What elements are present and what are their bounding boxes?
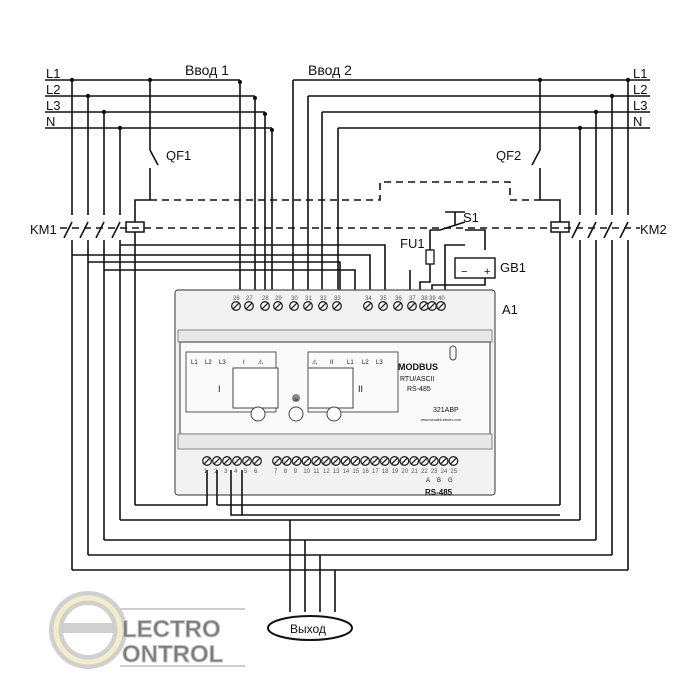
- terminal-number: 10: [303, 469, 310, 475]
- terminal-number: 29: [275, 296, 282, 302]
- terminal-number: 39: [429, 296, 436, 302]
- input2-mark: II: [358, 384, 363, 394]
- led-l3-in2: L3: [376, 360, 383, 366]
- terminal-number: 27: [246, 296, 253, 302]
- terminal-number: 12: [323, 469, 330, 475]
- svg-text:−: −: [461, 266, 467, 278]
- terminal-number: 30: [291, 296, 298, 302]
- terminal-number: 38: [421, 296, 428, 302]
- led-l3-in1: L3: [219, 360, 226, 366]
- rs485-pin-g: G: [448, 478, 453, 484]
- led-l1-in1: L1: [191, 360, 198, 366]
- bus-label-l3-right: L3: [633, 98, 647, 113]
- bus-label-n-left: N: [46, 114, 55, 129]
- terminal-number: 8: [284, 469, 288, 475]
- terminal-number: 33: [334, 296, 341, 302]
- terminal-number: 4: [234, 469, 238, 475]
- device-website: www.novatek-electro.com: [421, 418, 461, 422]
- input1-label: Ввод 1: [185, 62, 229, 78]
- input1-mark: I: [218, 384, 221, 394]
- qf1-label: QF1: [166, 148, 191, 163]
- led-l1-in2: L1: [347, 360, 354, 366]
- led-l2-in2: L2: [362, 360, 369, 366]
- terminal-number: 5: [244, 469, 248, 475]
- led-alarm-2: ⚠: [312, 359, 318, 366]
- terminal-number: 28: [262, 296, 269, 302]
- terminal-number: 34: [365, 296, 372, 302]
- terminal-number: 18: [382, 469, 389, 475]
- input2-buses: [292, 77, 650, 570]
- terminal-number: 31: [305, 296, 312, 302]
- electrocontrol-logo: LECTRO ONTROL: [49, 591, 245, 669]
- terminal-number: 36: [395, 296, 402, 302]
- terminal-number: 19: [392, 469, 399, 475]
- svg-text:+: +: [484, 266, 490, 278]
- terminal-number: 1: [204, 469, 208, 475]
- terminal-number: 3: [224, 469, 228, 475]
- terminal-number: 20: [401, 469, 408, 475]
- s1-label: S1: [463, 210, 479, 225]
- rs485-pin-a: A: [426, 478, 430, 484]
- terminal-number: 9: [294, 469, 298, 475]
- led-l2-in1: L2: [205, 360, 212, 366]
- led-ii: II: [330, 360, 334, 366]
- protocol-modbus: MODBUS: [398, 362, 438, 372]
- terminal-number: 14: [343, 469, 350, 475]
- terminal-number: 24: [441, 469, 448, 475]
- led-alarm-1: ⚠: [258, 359, 264, 366]
- gb1-label: GB1: [500, 260, 526, 275]
- terminal-number: 23: [431, 469, 438, 475]
- device-a1: [174, 289, 496, 496]
- terminal-number: 2: [214, 469, 218, 475]
- rs485-pin-b: B: [437, 478, 441, 484]
- ok-label: OK: [293, 397, 299, 402]
- bus-label-l3-left: L3: [46, 98, 60, 113]
- terminal-number: 40: [438, 296, 445, 302]
- qf2-label: QF2: [496, 148, 521, 163]
- a1-label: A1: [502, 302, 518, 317]
- logo-line1: LECTRO: [122, 616, 221, 643]
- terminal-number: 21: [411, 469, 418, 475]
- km1-label: KM1: [30, 222, 57, 237]
- led-i: I: [243, 360, 245, 366]
- bus-label-l1-right: L1: [633, 66, 647, 81]
- input2-label: Ввод 2: [308, 62, 352, 78]
- bus-label-l2-right: L2: [633, 82, 647, 97]
- terminal-number: 6: [254, 469, 258, 475]
- logo-line2: ONTROL: [122, 641, 223, 668]
- terminal-number: 11: [313, 469, 320, 475]
- terminal-number: 16: [362, 469, 369, 475]
- terminal-number: 32: [320, 296, 327, 302]
- bus-label-l2-left: L2: [46, 82, 60, 97]
- protocol-rtu: RTU/ASCII: [400, 376, 435, 383]
- bus-label-n-right: N: [633, 114, 642, 129]
- output-label: Выход: [290, 622, 326, 636]
- input1-buses: [45, 77, 386, 570]
- output-wiring: [72, 470, 628, 641]
- rs485-label: RS-485: [425, 488, 453, 497]
- terminal-number: 37: [409, 296, 416, 302]
- terminal-number: 25: [450, 469, 457, 475]
- terminal-number: 35: [380, 296, 387, 302]
- terminal-number: 26: [233, 296, 240, 302]
- terminal-number: 13: [333, 469, 340, 475]
- battery-circuit: −+: [409, 211, 496, 295]
- km2-label: KM2: [640, 222, 667, 237]
- fu1-label: FU1: [400, 236, 425, 251]
- bus-label-l1-left: L1: [46, 66, 60, 81]
- terminal-number: 15: [352, 469, 359, 475]
- terminal-number: 7: [274, 469, 278, 475]
- terminal-number: 22: [421, 469, 428, 475]
- protocol-rs485: RS-485: [407, 386, 431, 393]
- terminal-number: 17: [372, 469, 379, 475]
- device-model: 321ABP: [433, 407, 459, 414]
